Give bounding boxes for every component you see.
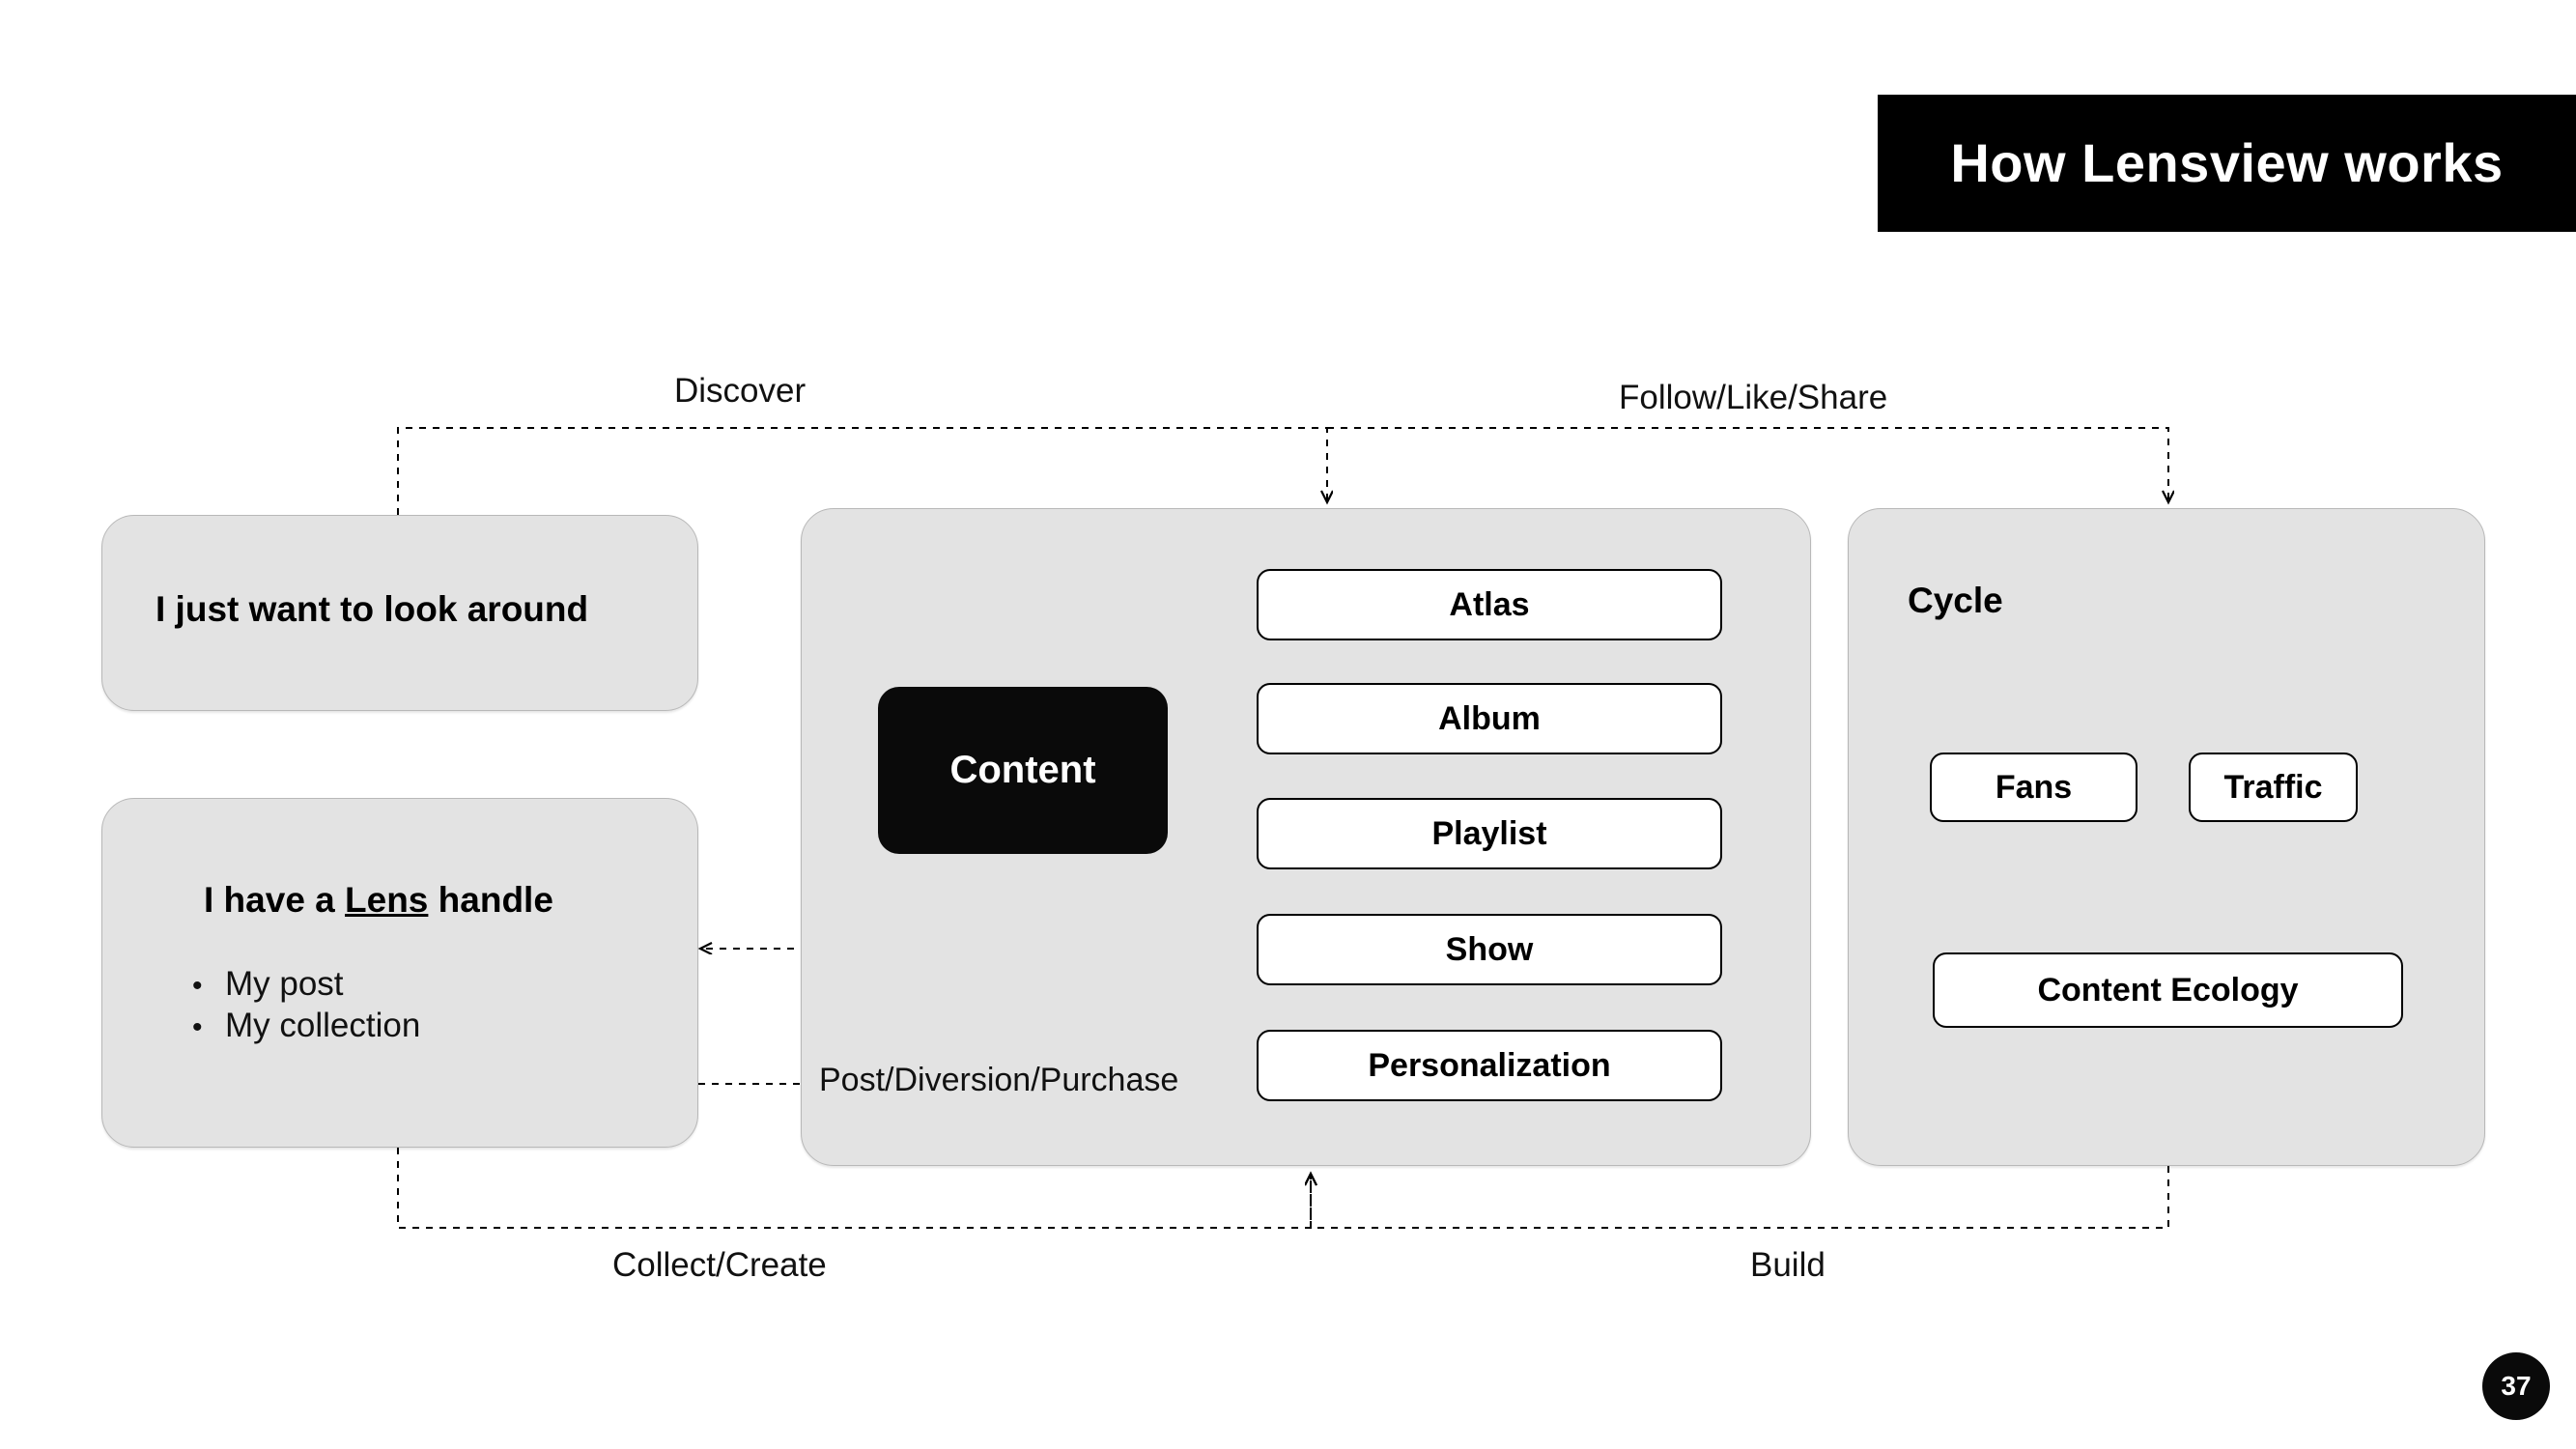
- connector-build: [1311, 1166, 2169, 1229]
- node-playlist-label: Playlist: [1431, 814, 1547, 852]
- page-title: How Lensview works: [1950, 132, 2504, 193]
- connector-label-discover: Discover: [674, 372, 807, 410]
- node-content[interactable]: Content: [878, 687, 1168, 854]
- list-item[interactable]: • My collection: [192, 1005, 420, 1046]
- connector-follow-like-share: [1327, 427, 2168, 502]
- panel-lens-handle-heading: I have a Lens handle: [204, 880, 553, 921]
- page-number-badge: 37: [2482, 1352, 2550, 1420]
- panel-content[interactable]: Content Atlas Album Playlist Show Person…: [801, 508, 1811, 1166]
- lens-handle-bullet-list: • My post • My collection: [192, 963, 420, 1047]
- node-playlist[interactable]: Playlist: [1257, 798, 1722, 869]
- panel-browse[interactable]: I just want to look around: [101, 515, 698, 711]
- node-content-label: Content: [949, 749, 1096, 791]
- list-item-label: My post: [225, 965, 344, 1003]
- connector-label-follow-like-share: Follow/Like/Share: [1619, 379, 1888, 416]
- node-content-ecology[interactable]: Content Ecology: [1933, 952, 2403, 1028]
- panel-browse-heading: I just want to look around: [156, 589, 589, 629]
- connector-label-collect-create: Collect/Create: [612, 1246, 827, 1284]
- node-fans[interactable]: Fans: [1930, 753, 2137, 822]
- node-show[interactable]: Show: [1257, 914, 1722, 985]
- node-album[interactable]: Album: [1257, 683, 1722, 754]
- node-content-ecology-label: Content Ecology: [2037, 971, 2299, 1009]
- node-traffic[interactable]: Traffic: [2189, 753, 2358, 822]
- heading-prefix: I have a: [204, 880, 346, 920]
- slide-title-bar: How Lensview works: [1878, 95, 2576, 232]
- node-atlas[interactable]: Atlas: [1257, 569, 1722, 640]
- bullet-dot-icon: •: [192, 970, 203, 1002]
- bullet-dot-icon: •: [192, 1011, 203, 1044]
- connector-label-post-diversion-purchase: Post/Diversion/Purchase: [819, 1062, 1179, 1098]
- list-item[interactable]: • My post: [192, 963, 420, 1005]
- node-album-label: Album: [1438, 699, 1541, 737]
- node-show-label: Show: [1445, 930, 1534, 968]
- node-atlas-label: Atlas: [1449, 585, 1530, 623]
- panel-cycle[interactable]: Cycle Fans Traffic Content Ecology: [1848, 508, 2485, 1166]
- panel-cycle-heading: Cycle: [1908, 581, 2003, 620]
- connector-label-build: Build: [1750, 1246, 1826, 1284]
- heading-suffix: handle: [428, 880, 553, 920]
- node-personalization[interactable]: Personalization: [1257, 1030, 1722, 1101]
- node-personalization-label: Personalization: [1368, 1046, 1611, 1084]
- node-traffic-label: Traffic: [2223, 768, 2323, 806]
- node-fans-label: Fans: [1995, 768, 2073, 806]
- connector-discover: [397, 427, 1327, 515]
- list-item-label: My collection: [225, 1007, 421, 1045]
- heading-lens-keyword: Lens: [345, 880, 429, 920]
- panel-lens-handle[interactable]: I have a Lens handle • My post • My coll…: [101, 798, 698, 1148]
- page-number-value: 37: [2501, 1371, 2532, 1401]
